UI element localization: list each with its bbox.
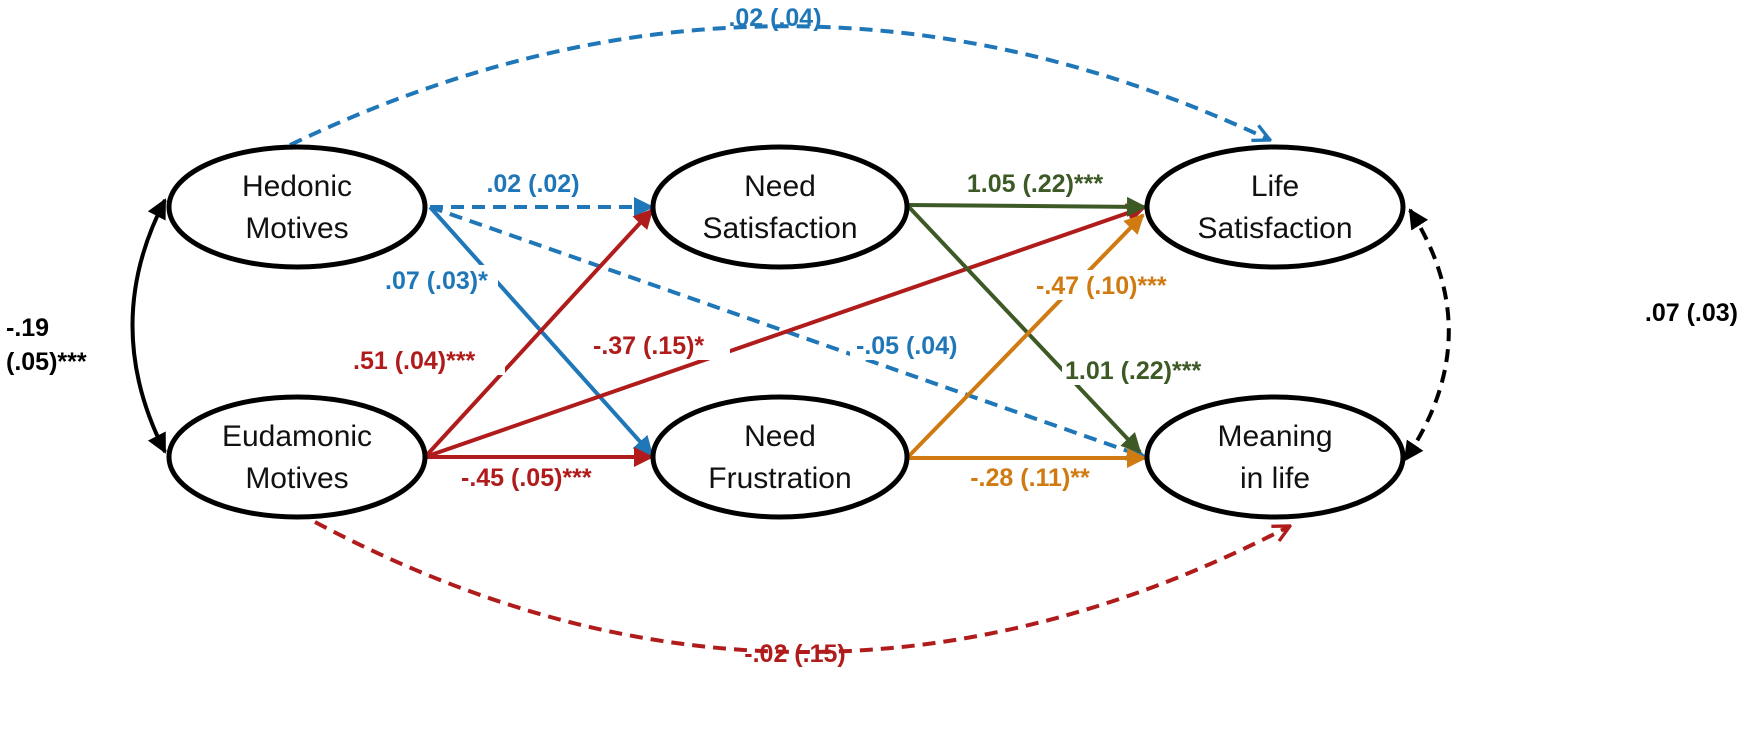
label-eudamonic-to-meaning: -.02 (.15) (744, 640, 845, 668)
node-need-satisfaction: Need Satisfaction (650, 144, 910, 270)
edge-need-satisfaction-to-meaning (905, 203, 1142, 454)
label-background (378, 265, 498, 295)
node-label: Need (744, 420, 816, 453)
label-hedonic-to-need-frustration: .07 (.03)* (385, 267, 488, 295)
node-eudamonic-motives: Eudamonic Motives (166, 394, 428, 520)
label-eudamonic-to-life-satisfaction: -.37 (.15)* (593, 332, 704, 360)
label-background (590, 330, 730, 360)
node-label: in life (1240, 462, 1310, 495)
label-eudamonic-to-need-satisfaction: .51 (.04)*** (353, 347, 476, 375)
edge-eudamonic-to-need-satisfaction (423, 208, 654, 459)
covariance-hedonic-eudamonic (130, 198, 167, 454)
node-meaning-in-life: Meaning in life (1144, 394, 1406, 520)
node-life-satisfaction: Life Satisfaction (1144, 144, 1406, 270)
node-label: Eudamonic (222, 420, 372, 453)
edge-need-frustration-to-life-satisfaction (905, 213, 1145, 460)
covariance-life-meaning (1403, 208, 1451, 462)
edge-eudamonic-to-life-satisfaction (424, 203, 1147, 459)
node-label: Motives (245, 462, 348, 495)
edge-eudamonic-to-meaning (314, 520, 1290, 654)
label-covariance-life-meaning: .07 (.03) (1645, 299, 1738, 327)
node-need-frustration: Need Frustration (650, 394, 910, 520)
label-need-satisfaction-to-life-satisfaction: 1.05 (.22)*** (967, 170, 1103, 198)
label-eudamonic-to-need-frustration: -.45 (.05)*** (461, 464, 592, 492)
label-hedonic-to-life-satisfaction: .02 (.04) (728, 4, 821, 32)
edge-hedonic-to-life-satisfaction (289, 24, 1270, 147)
label-hedonic-to-need-satisfaction: .02 (.02) (486, 170, 579, 198)
label-background (1033, 270, 1223, 300)
label-background (850, 330, 975, 360)
label-background (350, 345, 505, 375)
node-label: Need (744, 170, 816, 203)
node-label: Hedonic (242, 170, 352, 203)
label-need-frustration-to-life-satisfaction: -.47 (.10)*** (1036, 272, 1167, 300)
label-background (1062, 355, 1232, 385)
label-hedonic-to-meaning: -.05 (.04) (856, 332, 957, 360)
label-need-frustration-to-meaning: -.28 (.11)** (970, 464, 1090, 492)
label-need-satisfaction-to-meaning: 1.01 (.22)*** (1065, 357, 1201, 385)
edge-need-satisfaction-to-life-satisfaction (906, 196, 1147, 217)
node-hedonic-motives: Hedonic Motives (166, 144, 428, 270)
node-label: Motives (245, 212, 348, 245)
node-label: Satisfaction (702, 212, 857, 245)
node-label: Life (1251, 170, 1299, 203)
label-background (1460, 298, 1740, 328)
node-label: Meaning (1217, 420, 1332, 453)
node-label: Frustration (708, 462, 851, 495)
label-covariance-hedonic-eudamonic: -.19 (6, 314, 49, 342)
node-label: Satisfaction (1197, 212, 1352, 245)
label-covariance-hedonic-eudamonic-se: (.05)*** (6, 348, 87, 376)
